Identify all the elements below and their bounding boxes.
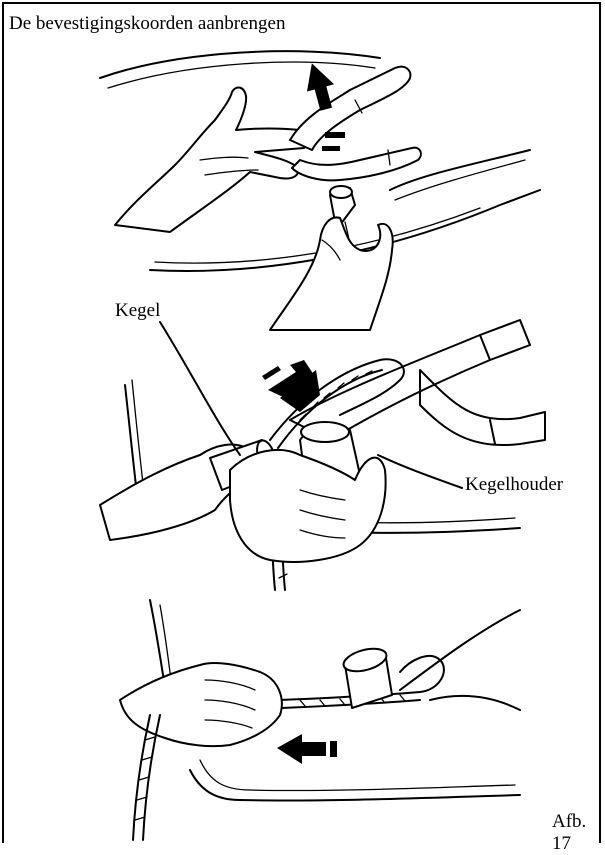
- panel-1-illustration: [100, 51, 540, 330]
- left-arrow-icon: [277, 734, 326, 764]
- panel-2-illustration: [100, 320, 545, 590]
- figure-label: Afb. 17: [552, 811, 605, 855]
- callout-kegel: Kegel: [115, 300, 160, 322]
- callout-kegelhouder: Kegelhouder: [465, 474, 563, 496]
- panel-3-illustration: [120, 600, 520, 840]
